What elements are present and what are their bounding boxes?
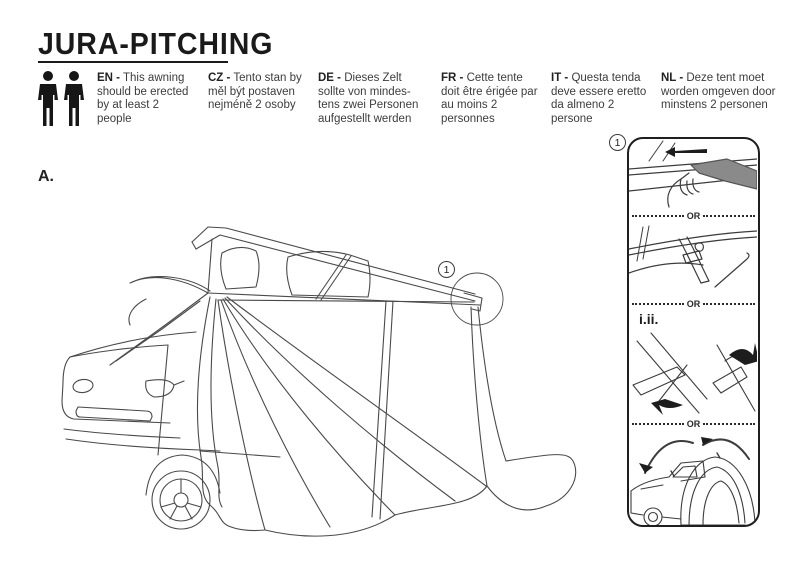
- poptop-window-2: [286, 250, 371, 298]
- headlight: [72, 378, 94, 394]
- instruction-de: DE - Dieses Zelt sollte von mindes-tens …: [318, 72, 426, 126]
- rail-feed-illustration: [629, 140, 757, 208]
- lang-code-it: IT -: [551, 72, 569, 84]
- detail-panel: OR OR i.ii.: [627, 137, 760, 527]
- lang-text-en: This awning should be erected by at leas…: [97, 72, 189, 125]
- buckle: [682, 250, 703, 264]
- strap-wrap-illustration: [632, 332, 757, 415]
- arc-arrow-right-icon: [701, 437, 713, 445]
- instruction-fr: FR - Cette tente doit être érigée par au…: [441, 72, 539, 126]
- fabric-sleeve: [690, 158, 757, 190]
- or-separator-2: OR: [629, 299, 758, 309]
- dotted-line: [703, 303, 755, 305]
- van-awning-illustration: 1: [50, 205, 610, 550]
- front-wheel: [151, 470, 211, 530]
- lang-code-en: EN -: [97, 72, 120, 84]
- or-label: OR: [686, 419, 701, 429]
- lang-text-it: Questa tenda deve essere eretto da almen…: [551, 72, 647, 125]
- drape-fold: [217, 299, 266, 531]
- wheel-arch: [145, 454, 221, 496]
- curved-arrow-left-icon: [651, 399, 683, 415]
- lang-code-nl: NL -: [661, 72, 684, 84]
- magnifier-circle: [450, 272, 504, 326]
- dotted-line: [632, 215, 684, 217]
- strap-right: [712, 366, 748, 394]
- or-label: OR: [686, 299, 701, 309]
- lang-code-fr: FR -: [441, 72, 464, 84]
- lang-code-de: DE -: [318, 72, 341, 84]
- poptop-window-1: [220, 246, 260, 290]
- lang-text-fr: Cette tente doit être érigée par au moin…: [441, 72, 538, 125]
- side-mirror: [145, 379, 175, 398]
- instruction-nl: NL - Deze tent moet worden omgeven door …: [661, 72, 779, 113]
- instruction-en: EN - This awning should be erected by at…: [97, 72, 193, 126]
- lang-text-cz: Tento stan by měl být postaven nejméně 2…: [208, 72, 302, 111]
- arc-arrow-left-icon: [639, 463, 653, 473]
- substep-label: i.ii.: [639, 311, 659, 327]
- instruction-it: IT - Questa tenda deve essere eretto da …: [551, 72, 657, 126]
- mini-awning-outer: [680, 456, 756, 525]
- two-people-icon: [36, 70, 88, 139]
- dotted-line: [703, 423, 755, 425]
- drape-left: [196, 296, 266, 532]
- dotted-line: [632, 423, 684, 425]
- page-title: JURA-PITCHING: [38, 26, 274, 61]
- front-grille: [75, 406, 153, 422]
- strap-left: [632, 366, 686, 396]
- poptop-roof-edge: [191, 226, 476, 295]
- panel-step-badge: 1: [609, 134, 626, 151]
- section-label-a: A.: [38, 168, 54, 185]
- dotted-line: [632, 303, 684, 305]
- or-separator-1: OR: [629, 211, 758, 221]
- throw-over-illustration: [630, 437, 756, 525]
- gutter-strap-illustration: [629, 225, 757, 288]
- lang-text-nl: Deze tent moet worden omgeven door minst…: [661, 72, 776, 111]
- drape-bottom-right: [486, 454, 577, 511]
- lang-code-cz: CZ -: [208, 72, 231, 84]
- mini-awning-door: [702, 480, 740, 525]
- lang-text-de: Dieses Zelt sollte von mindes-tens zwei …: [318, 72, 419, 125]
- or-label: OR: [686, 211, 701, 221]
- mini-van: [630, 460, 706, 492]
- curved-arrow-right-icon: [729, 343, 757, 365]
- fabric-collar: [129, 276, 211, 294]
- hook: [694, 242, 704, 252]
- callout-1-badge: 1: [438, 261, 455, 278]
- instruction-cz: CZ - Tento stan by měl být postaven nejm…: [208, 72, 308, 113]
- dotted-line: [703, 215, 755, 217]
- or-separator-3: OR: [629, 419, 758, 429]
- hand: [667, 172, 700, 208]
- title-underline: [38, 61, 228, 63]
- awning-corner: [463, 292, 483, 312]
- arrow-left-icon: [665, 147, 707, 157]
